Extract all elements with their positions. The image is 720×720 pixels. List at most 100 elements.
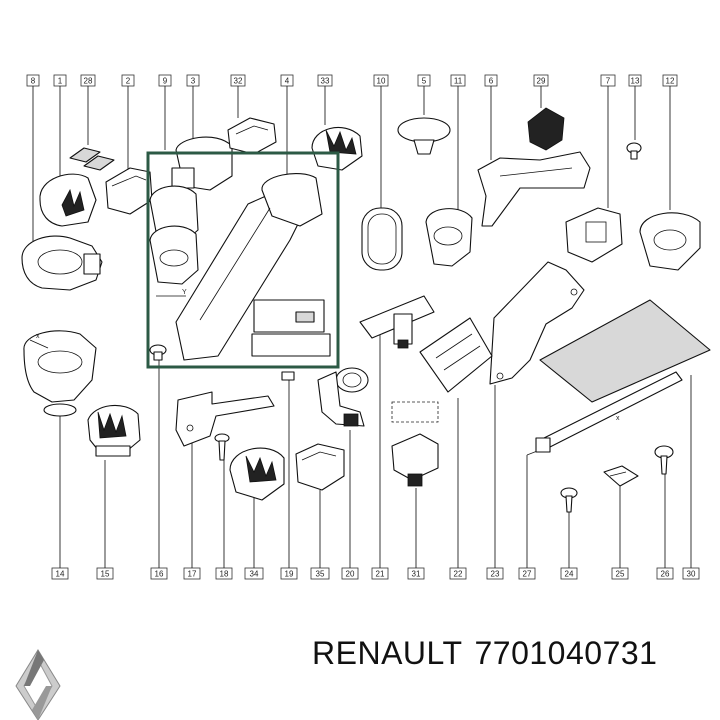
bottom-callout-18: 18: [215, 455, 233, 580]
part-8-clamp: [21, 235, 103, 291]
part-12-holder: [565, 207, 623, 263]
bottom-callout-24: 24: [560, 510, 578, 580]
callout-label: 23: [491, 570, 500, 579]
dimension-x: x: [36, 333, 40, 340]
callout-label: 35: [316, 570, 325, 579]
callout-label: 12: [666, 77, 675, 86]
callout-label: 27: [523, 570, 532, 579]
top-callout-13: 12: [662, 74, 678, 210]
dashed-outline: [391, 401, 439, 423]
top-callout-11: 11: [450, 74, 466, 210]
callout-label: 3: [191, 77, 196, 86]
callout-label: 8: [31, 77, 36, 86]
part-34-clip: [229, 447, 285, 501]
bottom-callout-20: 20: [341, 430, 359, 580]
foam-sheet: [539, 299, 711, 403]
top-callout-8: 8: [26, 74, 40, 255]
part-4-bracket: [175, 173, 331, 361]
top-callout-1: 1: [53, 74, 67, 180]
part-13-clip: [639, 212, 701, 271]
part-22-plate: [419, 317, 493, 393]
top-callout-4: 4: [280, 74, 294, 175]
part-26-screw: [654, 445, 674, 475]
top-callout-7: 13: [628, 74, 642, 140]
top-callout-9: 9: [158, 74, 172, 150]
callout-label: 32: [234, 77, 243, 86]
part-23-bracket: [489, 261, 585, 385]
bottom-callout-30: 30: [682, 375, 700, 580]
callout-label: 14: [56, 570, 65, 579]
bottom-callout-26: 26: [656, 470, 674, 580]
part-27-cable-tie: x: [535, 371, 683, 453]
part-24-screw: [560, 487, 578, 513]
bottom-callout-34: 34: [244, 495, 264, 580]
renault-diamond-logo: [15, 649, 61, 720]
callout-label: 4: [285, 77, 290, 86]
callout-label: 26: [661, 570, 670, 579]
callout-label: 20: [346, 570, 355, 579]
bottom-callout-22: 22: [449, 398, 467, 580]
bottom-callout-31: 31: [407, 488, 425, 580]
part-32-clip: [227, 117, 277, 155]
callout-label: 6: [489, 77, 494, 86]
bottom-callout-25: 25: [611, 485, 629, 580]
bottom-callout-17: 17: [183, 440, 201, 580]
part-9-clip: Y: [149, 185, 199, 297]
callout-label: 13: [631, 77, 640, 86]
part-1-clip: [39, 173, 97, 227]
top-callout-33: 33: [317, 74, 333, 125]
callout-label: 16: [155, 570, 164, 579]
part-6-bracket: [477, 151, 591, 227]
bottom-callout-15: 15: [96, 460, 114, 580]
dimension-x-tie: x: [616, 415, 620, 422]
callout-label: 17: [188, 570, 197, 579]
dimension-y: Y: [182, 289, 187, 296]
part-7-screw: [626, 142, 642, 160]
top-callout-10: 10: [373, 74, 389, 208]
bottom-callout-27: 27: [518, 447, 546, 580]
callout-label: 19: [285, 570, 294, 579]
part-10-grommet: [361, 207, 403, 271]
callout-label: 1: [58, 77, 63, 86]
part-33-clip: [311, 127, 363, 171]
part-21-connector: [359, 295, 435, 349]
bottom-callout-23: 23: [486, 385, 504, 580]
callout-label: 10: [377, 77, 386, 86]
top-callout-2: 2: [121, 74, 135, 170]
bottom-callout-21: 21: [371, 335, 389, 580]
part-25-clip-nut: [603, 465, 639, 487]
bottom-callout-19: 19: [280, 380, 298, 580]
part-2-connector: [105, 167, 153, 215]
callout-label: 25: [616, 570, 625, 579]
part-18-screw: [214, 433, 230, 461]
callout-label: 2: [126, 77, 131, 86]
top-callout-5: 5: [417, 74, 431, 115]
callout-label: 28: [84, 77, 93, 86]
callout-label: 24: [565, 570, 574, 579]
callout-label: 33: [321, 77, 330, 86]
part-14-clip: x: [23, 330, 97, 417]
callout-label: 31: [412, 570, 421, 579]
callout-label: 15: [101, 570, 110, 579]
highlight-frame: [146, 151, 340, 369]
part-17-bracket: [175, 391, 275, 447]
part-28-pads: [69, 147, 115, 171]
part-15-strap-clip: [87, 404, 141, 457]
bottom-callout-16: 16: [150, 360, 168, 580]
callout-label: 22: [454, 570, 463, 579]
top-callout-3: 3: [186, 74, 200, 140]
part-19-fastener: [281, 371, 295, 381]
callout-label: 21: [376, 570, 385, 579]
top-callout-6: 6: [484, 74, 498, 160]
top-callout-29: 29: [533, 74, 549, 108]
callout-label: 7: [606, 77, 611, 86]
bottom-callout-35: 35: [310, 490, 330, 580]
callout-label: 11: [454, 77, 463, 86]
part-16-screw: [149, 344, 167, 361]
callout-label: 30: [687, 570, 696, 579]
part-number: 7701040731: [474, 635, 658, 671]
bottom-callout-14: 14: [51, 412, 69, 580]
part-20-connector: [317, 367, 369, 427]
